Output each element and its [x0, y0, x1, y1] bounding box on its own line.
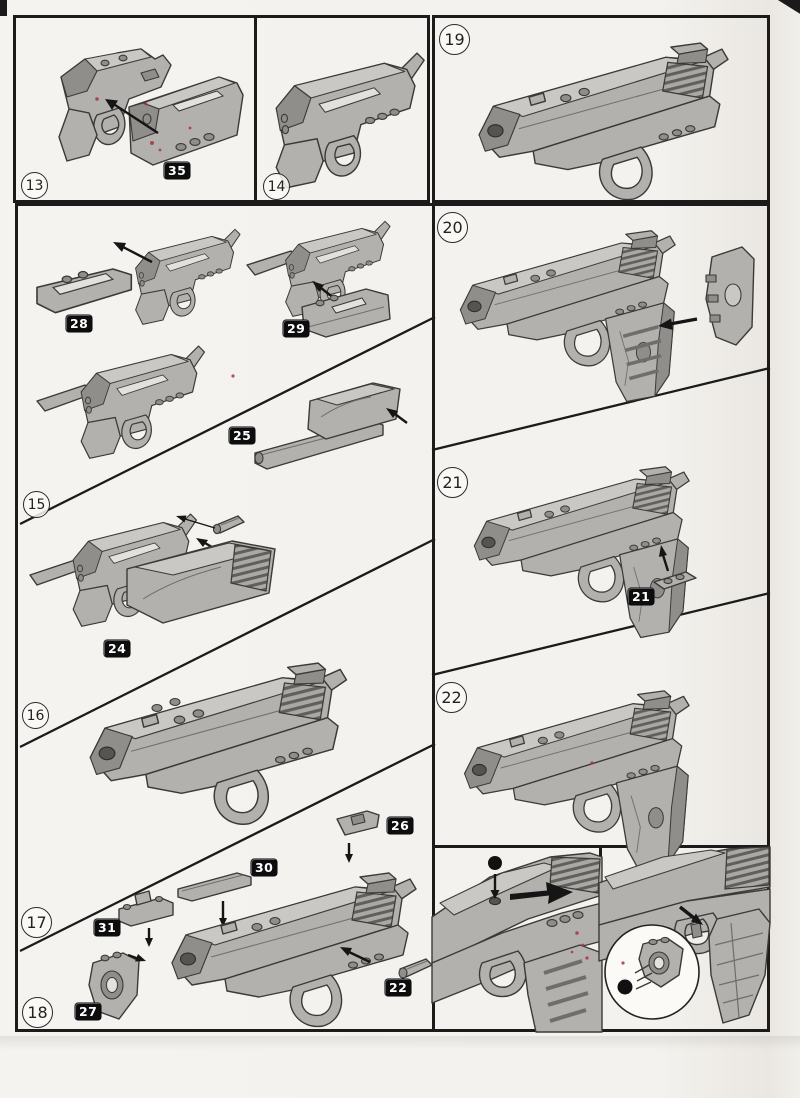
- step-number-15: 15: [23, 491, 50, 518]
- scan-artifact-top-right: [774, 0, 800, 14]
- step-number-18: 18: [22, 997, 53, 1028]
- part-tag-27: 27: [75, 1003, 102, 1020]
- step-number-14: 14: [263, 173, 290, 200]
- assembly-arrow: [659, 545, 670, 572]
- part-tag-25: 25: [229, 427, 256, 444]
- part-27-muzzle-cap: [88, 951, 140, 1020]
- part-tag-30: 30: [251, 859, 278, 876]
- print-specks: [95, 97, 192, 152]
- ammo-ball-icon: [488, 856, 502, 870]
- insert-arrow: [490, 874, 500, 899]
- part-26-wedge: [336, 810, 380, 836]
- steps-20-22-illustration: [431, 230, 771, 879]
- firing-inset: [604, 924, 700, 1020]
- part-tag-29: 29: [283, 320, 310, 337]
- panel-step-19: [432, 15, 770, 203]
- part-31-sight-block: [118, 890, 174, 927]
- grip-base-part: [653, 571, 697, 590]
- assembly-arrow: [345, 843, 353, 863]
- scan-shadow-band: [0, 1036, 800, 1050]
- assembly-arrow: [145, 928, 153, 947]
- assembly-arrow: [340, 947, 371, 964]
- step-number-16: 16: [22, 702, 49, 729]
- part-22-pin: [398, 958, 433, 979]
- trigger-pull-arrow: [678, 905, 703, 925]
- scan-artifact-top-left: [0, 0, 7, 16]
- part-35-block: [128, 76, 244, 166]
- step-13-illustration: [58, 48, 244, 166]
- step-number-17: 17: [21, 907, 52, 938]
- step-number-13: 13: [21, 172, 48, 199]
- print-specks: [570, 931, 589, 960]
- assembly-arrow: [658, 317, 698, 330]
- step-number-20: 20: [437, 212, 468, 243]
- steps-15-18-illustration: [19, 220, 436, 1028]
- part-tag-35: 35: [164, 162, 191, 179]
- panel-step-14: [254, 15, 430, 203]
- assembly-arrow: [386, 408, 408, 424]
- grip-plate-part: [705, 246, 755, 346]
- load-ammo-closeup-illustration: [431, 852, 603, 1033]
- part-tag-26: 26: [387, 817, 414, 834]
- part-tag-28: 28: [66, 315, 93, 332]
- step-number-22: 22: [436, 682, 467, 713]
- step-number-21: 21: [437, 467, 468, 498]
- part-24-slide: [126, 540, 276, 624]
- part-30-plate: [177, 872, 252, 902]
- step-19-illustration: [478, 42, 729, 201]
- step-number-19: 19: [439, 24, 470, 55]
- slide-cover-part: [307, 382, 401, 440]
- part-tag-31: 31: [94, 919, 121, 936]
- part-29-cover: [301, 288, 391, 338]
- cock-slide-arrow: [510, 882, 573, 904]
- assembly-arrow: [113, 242, 153, 264]
- fire-closeup-illustration: [598, 846, 771, 1024]
- part-tag-21: 21: [628, 588, 655, 605]
- part-tag-24: 24: [104, 640, 131, 657]
- assembly-arrow: [176, 515, 216, 529]
- assembly-arrow: [105, 99, 159, 135]
- assembly-arrow: [127, 953, 146, 962]
- fired-ball-icon: [617, 979, 633, 995]
- assembly-arrow: [219, 901, 227, 927]
- trigger-frame-part: [58, 48, 172, 162]
- part-tag-22: 22: [385, 979, 412, 996]
